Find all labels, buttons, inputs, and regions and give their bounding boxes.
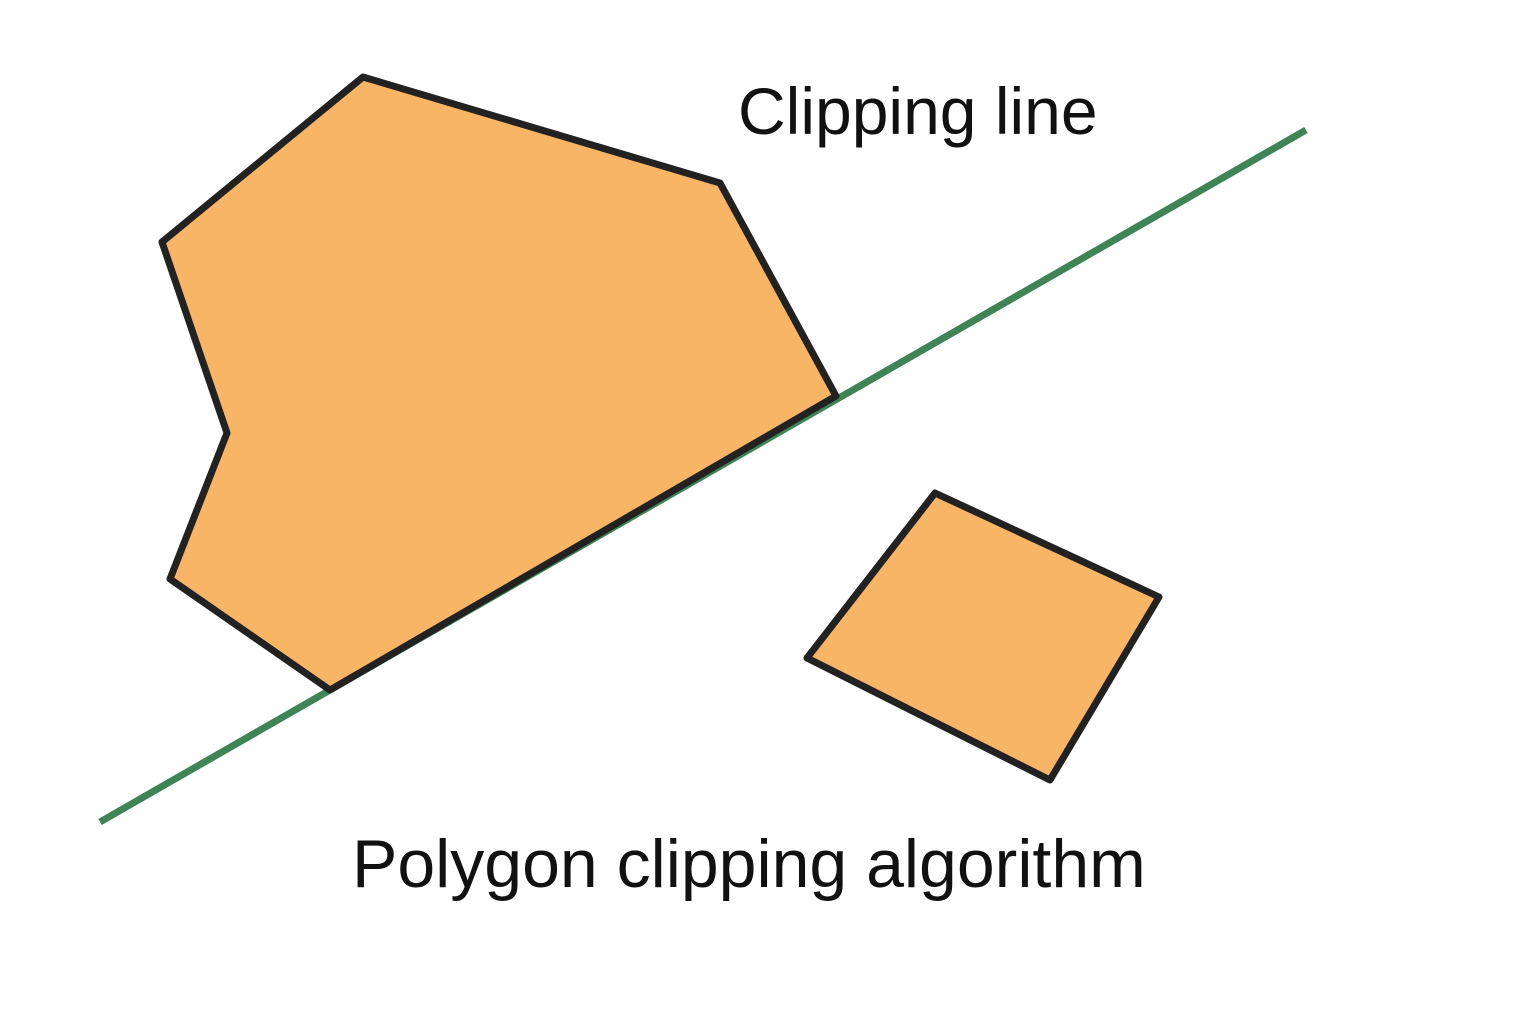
small-quadrilateral <box>803 489 1163 784</box>
clipped-polygon <box>158 73 840 694</box>
diagram-caption: Polygon clipping algorithm <box>352 826 1146 902</box>
clipping-line-label: Clipping line <box>738 74 1098 148</box>
